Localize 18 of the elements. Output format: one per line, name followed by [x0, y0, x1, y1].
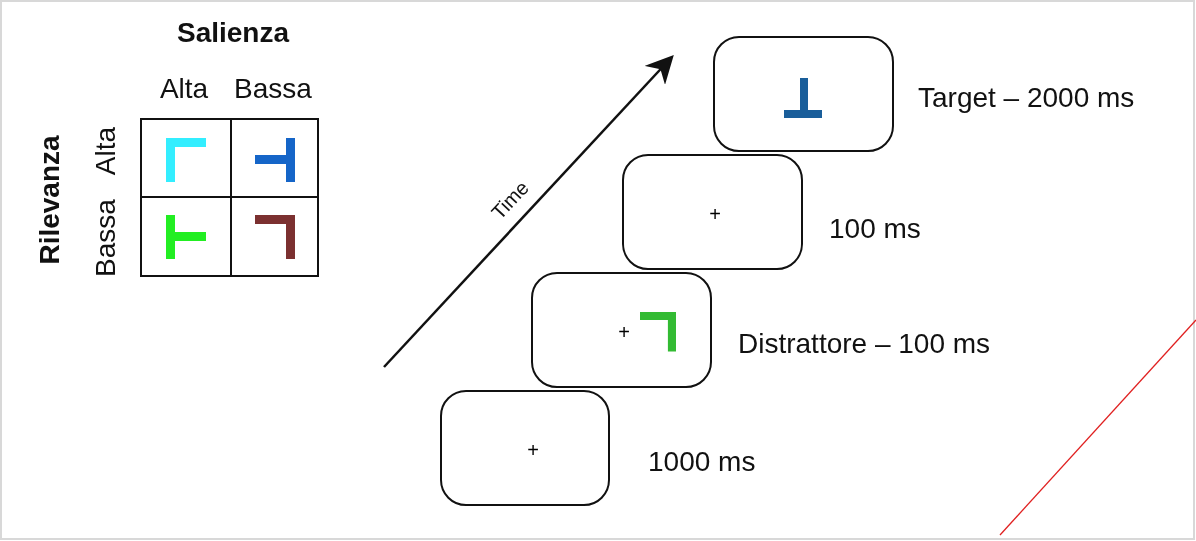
axis-title: Salienza [176, 19, 290, 47]
column-header: Bassa [234, 75, 312, 103]
column-header: Alta [159, 75, 209, 103]
duration-label: Target – 2000 ms [918, 84, 1135, 112]
fixation-cross: + [618, 322, 630, 342]
screen-frame [440, 390, 610, 506]
screen-frame [713, 36, 894, 152]
row-header: Bassa [92, 199, 120, 277]
screen-frame [622, 154, 803, 270]
duration-label: Distrattore – 100 ms [738, 330, 991, 358]
axis-label: Time [487, 177, 533, 223]
fixation-cross: + [527, 440, 539, 460]
axis-title: Rilevanza [36, 135, 64, 265]
row-header: Alta [92, 126, 120, 176]
duration-label: 1000 ms [648, 448, 756, 476]
fixation-cross: + [709, 204, 721, 224]
duration-label: 100 ms [829, 215, 921, 243]
screen-frame [531, 272, 712, 388]
